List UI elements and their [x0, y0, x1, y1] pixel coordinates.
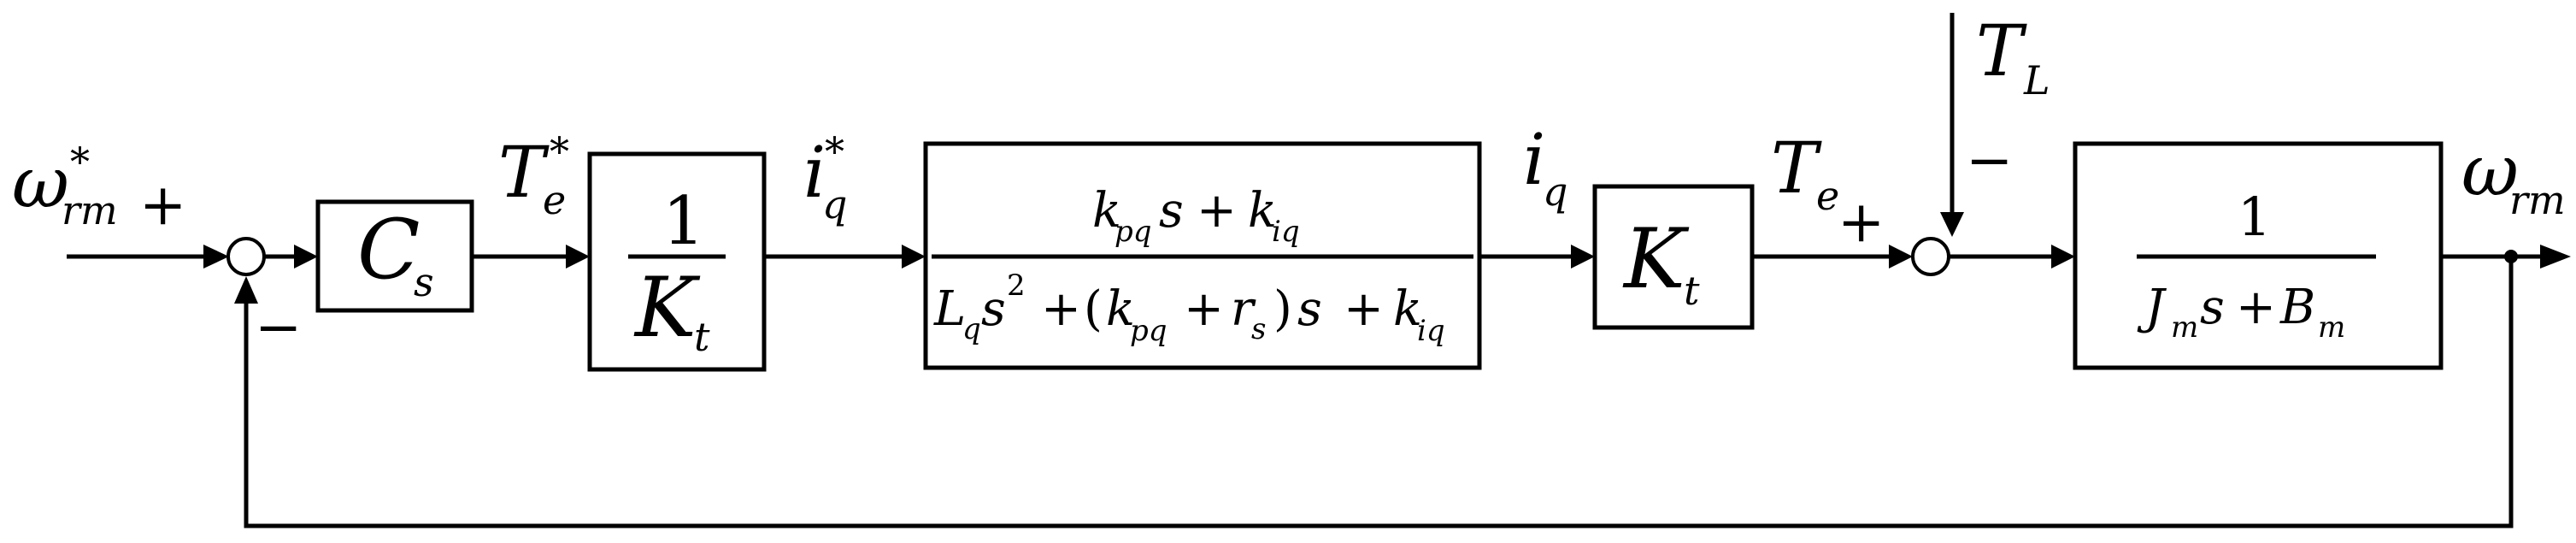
svg-text:pq: pq [1130, 314, 1167, 348]
summing-junction-2 [1911, 237, 1950, 276]
svg-text:+: + [1197, 183, 1237, 239]
current-loop-numerator: k pq s + k iq [1092, 183, 1300, 249]
current-symbol: i [1523, 120, 1545, 201]
torque-ref-subscript: e [543, 177, 566, 223]
load-torque-symbol: T [1976, 11, 2027, 92]
cs-to-invkt-arrowhead [566, 245, 590, 269]
summing-junction-1 [226, 237, 266, 276]
torque-ref-superscript: * [550, 128, 569, 174]
inverse-kt-numerator: 1 [662, 183, 705, 260]
svg-text:L: L [933, 281, 966, 337]
svg-text:+: + [2236, 280, 2276, 335]
kt-to-sum2-arrowhead [1889, 245, 1913, 269]
input-arrowhead [203, 245, 229, 269]
svg-text:+: + [1184, 281, 1224, 337]
torque-ref-symbol: T [498, 133, 550, 214]
omega-out-subscript: rm [2509, 177, 2566, 223]
svg-text:m: m [2171, 310, 2198, 345]
kt-symbol: K [1622, 211, 1690, 307]
sum2-plus-sign: + [1838, 189, 1885, 255]
svg-text:pq: pq [1115, 215, 1152, 249]
controller-symbol: C [357, 202, 420, 298]
current-ref-superscript: * [825, 128, 844, 174]
torque-ref-label: T e * [498, 128, 569, 223]
torque-subscript: e [1816, 173, 1839, 219]
current-ref-symbol: i [803, 133, 826, 214]
load-torque-subscript: L [2023, 57, 2050, 103]
omega-ref-superscript: * [70, 139, 90, 185]
svg-text:s: s [981, 281, 1006, 337]
load-torque-arrowhead [1940, 212, 1964, 237]
inverse-kt-block [587, 151, 767, 372]
svg-text:iq: iq [1272, 215, 1300, 249]
svg-text:s: s [1297, 281, 1322, 337]
svg-text:k: k [1393, 281, 1422, 337]
current-label: i q [1523, 120, 1567, 215]
svg-text:k: k [1248, 183, 1277, 239]
omega-ref-subscript: rm [62, 187, 118, 233]
invkt-to-current-loop-arrowhead [902, 245, 926, 269]
mechanical-numerator: 1 [2238, 186, 2271, 248]
kt-subscript: t [1684, 268, 1700, 314]
inverse-kt-denominator-symbol: K [633, 260, 701, 356]
torque-label: T e [1771, 128, 1839, 219]
load-torque-label: T L [1976, 11, 2050, 103]
output-arrowhead [2540, 245, 2571, 269]
svg-text:k: k [1092, 183, 1121, 239]
current-subscript: q [1543, 168, 1567, 215]
svg-text:+: + [1041, 281, 1081, 337]
output-signal-label: ω rm [2461, 131, 2566, 223]
sum1-to-cs-arrowhead [294, 245, 318, 269]
svg-text:r: r [1231, 281, 1256, 337]
current-ref-subscript: q [822, 181, 847, 227]
svg-text:s: s [2200, 280, 2225, 335]
svg-text:iq: iq [1417, 314, 1445, 348]
svg-text:q: q [962, 312, 981, 346]
svg-text:s: s [1251, 312, 1266, 346]
svg-text:(: ( [1084, 281, 1103, 337]
controller-subscript: s [414, 259, 434, 305]
current-loop-denominator: L q s 2 + ( k pq + r s ) s + k iq [933, 269, 1445, 348]
sum1-minus-sign: − [255, 294, 302, 360]
feedback-arrowhead [234, 276, 258, 304]
sum2-to-mech-arrowhead [2051, 245, 2075, 269]
inverse-kt-denominator-subscript: t [694, 314, 710, 360]
omega-out-symbol: ω [2461, 131, 2519, 212]
current-ref-label: i q * [803, 128, 847, 227]
torque-symbol: T [1771, 128, 1822, 210]
sum1-plus-sign: + [139, 172, 186, 238]
svg-text:k: k [1106, 281, 1135, 337]
omega-ref-symbol: ω [12, 143, 69, 224]
sum2-minus-sign: − [1966, 127, 2013, 193]
svg-text:B: B [2279, 280, 2315, 335]
svg-text:): ) [1273, 281, 1292, 337]
svg-text:m: m [2318, 310, 2345, 345]
current-loop-to-kt-arrowhead [1571, 245, 1595, 269]
svg-text:s: s [1159, 183, 1184, 239]
feedback-path [244, 257, 2514, 528]
svg-text:2: 2 [1007, 269, 1026, 303]
svg-text:+: + [1344, 281, 1384, 337]
input-signal-label: ω rm * [12, 139, 118, 233]
